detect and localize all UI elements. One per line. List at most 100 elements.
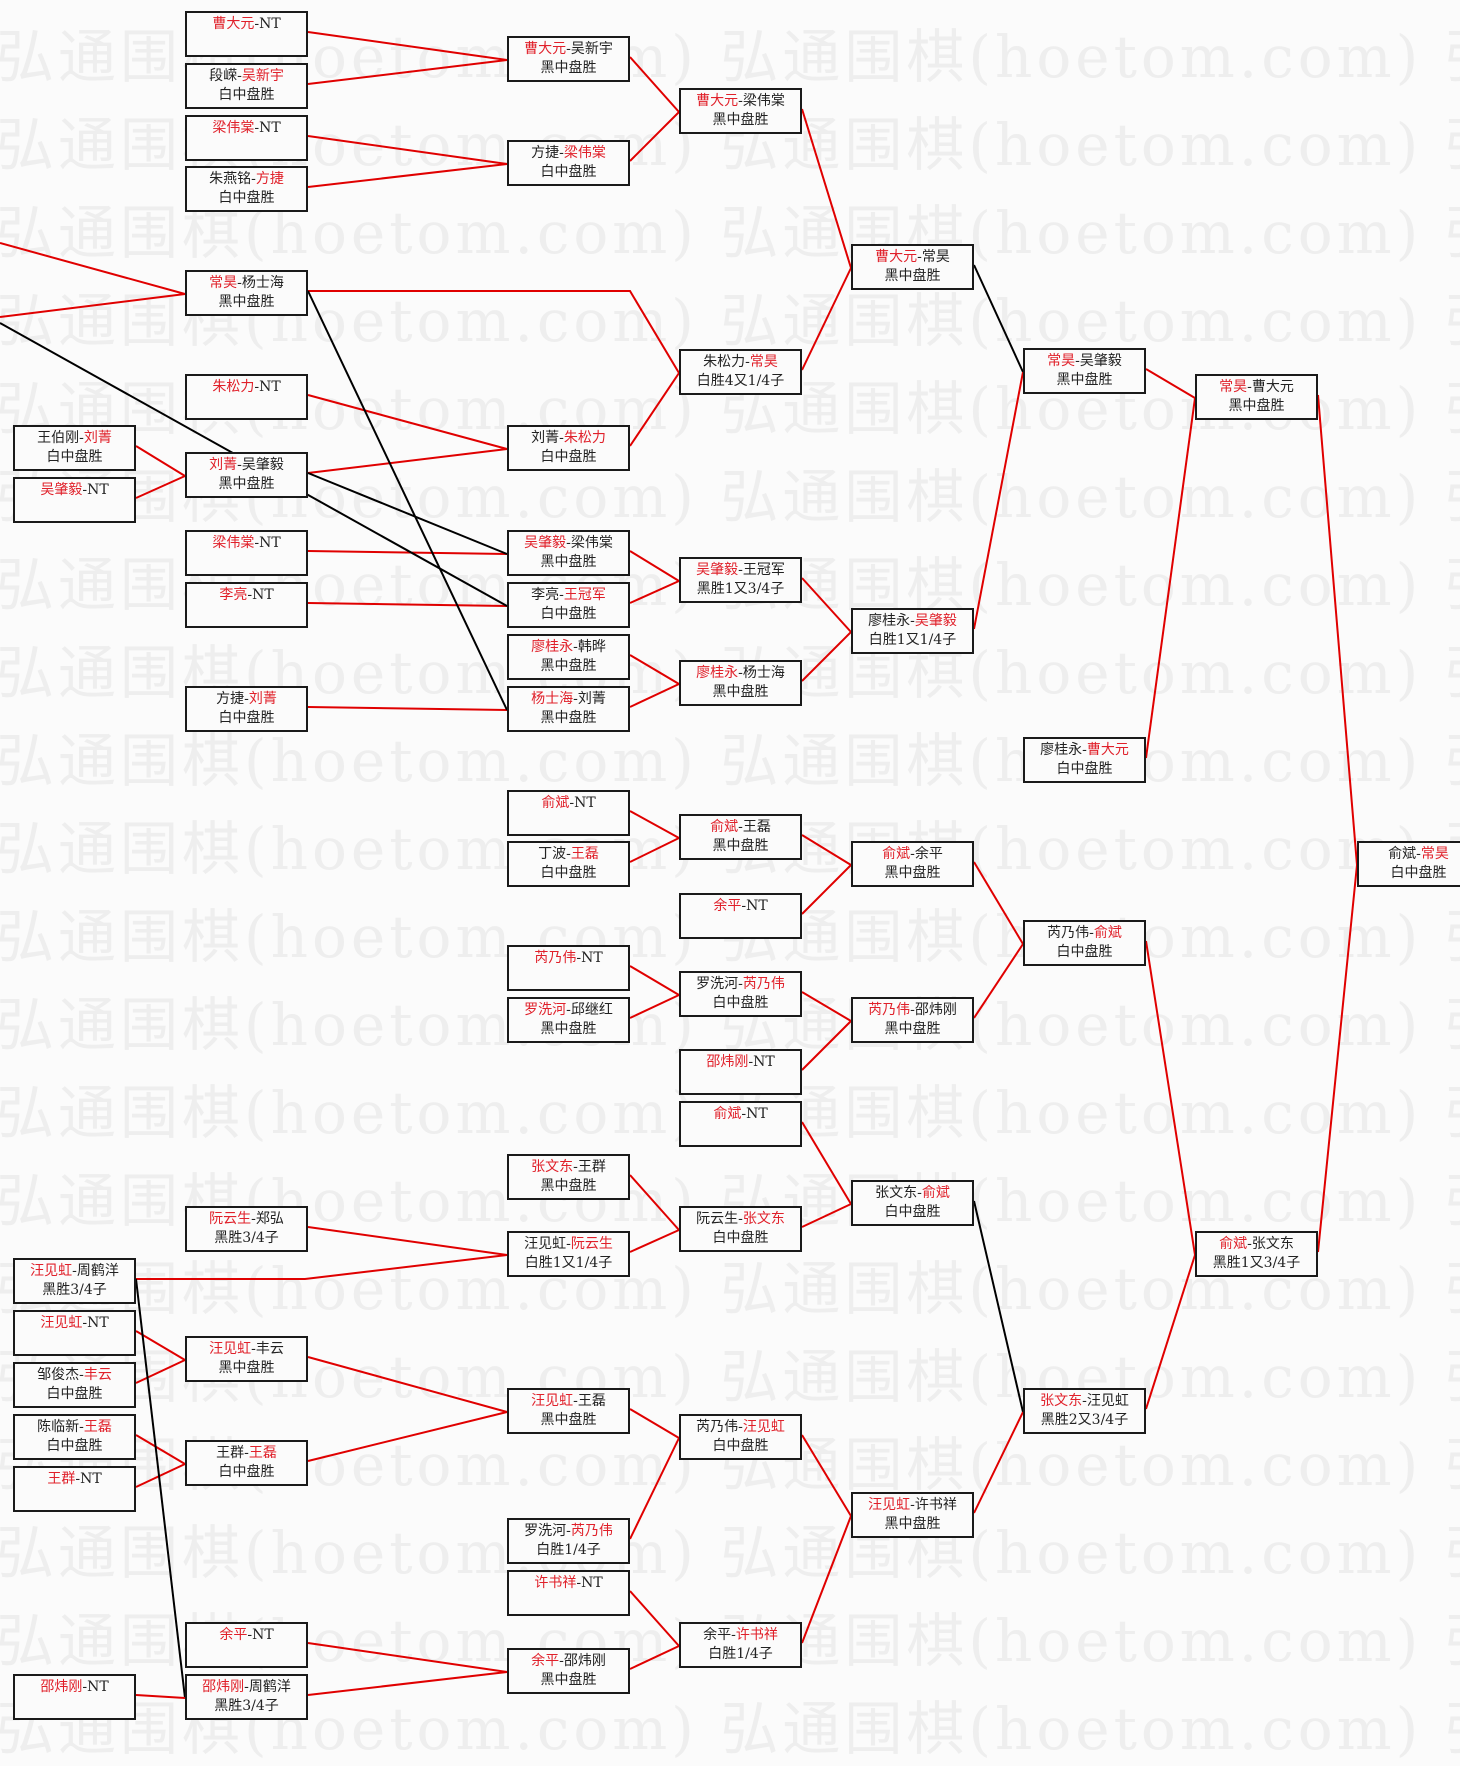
player-2: 常昊 — [1420, 846, 1449, 862]
match-players: 罗洗河-邱继红 — [509, 1001, 628, 1020]
match-result: 白中盘胜 — [712, 1438, 769, 1454]
bracket-line — [629, 683, 680, 708]
player-1: 廖桂永 — [696, 665, 739, 681]
separator: - — [244, 1445, 249, 1461]
match-box: 汪见虹-许书祥黑中盘胜 — [851, 1492, 974, 1538]
match-players: 俞斌-常昊 — [1359, 845, 1460, 864]
player-2: 俞斌 — [1093, 925, 1122, 941]
match-result: 黑中盘胜 — [540, 1672, 597, 1688]
match-players: 邵炜刚-周鹤洋 — [187, 1678, 306, 1697]
separator: - — [237, 68, 242, 84]
separator: - — [576, 1575, 582, 1591]
separator: - — [1247, 1236, 1252, 1252]
separator: - — [573, 691, 578, 707]
player-2: NT — [87, 482, 109, 498]
bracket-line — [629, 810, 680, 839]
match-box: 常昊-曹大元黑中盘胜 — [1195, 374, 1318, 420]
player-2: NT — [87, 1679, 109, 1695]
bracket-line — [307, 1411, 508, 1462]
player-2: 吴肇毅 — [241, 457, 284, 473]
separator: - — [1089, 925, 1094, 941]
match-box: 汪见虹-周鹤洋黑胜3/4子 — [13, 1258, 136, 1304]
separator: - — [559, 1653, 564, 1669]
player-1: 梁伟棠 — [212, 120, 255, 136]
match-players: 汪见虹-王磊 — [509, 1392, 628, 1411]
match-players: 刘菁-吴肇毅 — [187, 456, 306, 475]
separator: - — [573, 1393, 578, 1409]
match-result: 黑胜3/4子 — [214, 1230, 279, 1246]
match-result: 黑中盘胜 — [218, 476, 275, 492]
player-2: 汪见虹 — [1086, 1393, 1129, 1409]
player-1: 芮乃伟 — [534, 950, 577, 966]
match-players: 余平-许书祥 — [681, 1626, 800, 1645]
match-players: 余平-NT — [681, 897, 800, 916]
player-2: NT — [574, 795, 596, 811]
bracket-line — [135, 1694, 186, 1699]
match-box: 常昊-杨士海黑中盘胜 — [185, 270, 308, 316]
match-players: 段嵘-吴新宇 — [187, 67, 306, 86]
match-box: 刘菁-吴肇毅黑中盘胜 — [185, 452, 308, 498]
player-1: 曹大元 — [212, 16, 255, 32]
match-box: 汪见虹-阮云生白胜1又1/4子 — [507, 1231, 630, 1277]
bracket-line — [307, 135, 508, 165]
player-2: 王磊 — [570, 846, 599, 862]
player-2: 王冠军 — [742, 562, 785, 578]
player-1: 方捷 — [531, 145, 560, 161]
match-players: 廖桂永-吴肇毅 — [853, 612, 972, 631]
player-1: 张文东 — [531, 1159, 574, 1175]
player-1: 朱燕铭 — [209, 171, 252, 187]
player-1: 汪见虹 — [531, 1393, 574, 1409]
match-result: 白中盘胜 — [218, 1464, 275, 1480]
separator: - — [741, 1106, 747, 1122]
separator: - — [917, 249, 922, 265]
separator: - — [254, 16, 260, 32]
match-players: 朱松力-NT — [187, 378, 306, 397]
separator: - — [82, 1315, 88, 1331]
match-players: 芮乃伟-NT — [509, 949, 628, 968]
player-2: 刘菁 — [577, 691, 606, 707]
match-box: 邵炜刚-NT — [679, 1049, 802, 1095]
player-2: 王群 — [577, 1159, 606, 1175]
bracket-line — [973, 371, 1024, 630]
bracket-line — [801, 1020, 852, 1071]
match-players: 王群-王磊 — [187, 1444, 306, 1463]
match-players: 汪见虹-周鹤洋 — [15, 1262, 134, 1281]
player-2: NT — [746, 1106, 768, 1122]
match-box: 汪见虹-王磊黑中盘胜 — [507, 1388, 630, 1434]
bracket-line — [973, 861, 1024, 945]
player-1: 邹俊杰 — [37, 1367, 80, 1383]
bracket-line — [629, 1174, 680, 1231]
match-box: 余平-NT — [185, 1622, 308, 1668]
bracket-line — [1317, 394, 1358, 866]
match-players: 梁伟棠-NT — [187, 119, 306, 138]
bracket-line — [801, 991, 852, 1022]
separator: - — [79, 1419, 84, 1435]
player-1: 丁波 — [538, 846, 567, 862]
separator: - — [738, 819, 743, 835]
player-2: NT — [259, 379, 281, 395]
bracket-line — [801, 1121, 852, 1205]
player-1: 方捷 — [216, 691, 245, 707]
separator: - — [566, 1002, 571, 1018]
bracket-line — [629, 56, 680, 113]
player-1: 俞斌 — [710, 819, 739, 835]
match-players: 李亮-王冠军 — [509, 586, 628, 605]
separator: - — [559, 430, 564, 446]
match-result: 白胜1/4子 — [708, 1646, 773, 1662]
match-players: 吴肇毅-NT — [15, 481, 134, 500]
match-players: 邵炜刚-NT — [15, 1678, 134, 1697]
match-box: 张文东-俞斌白中盘胜 — [851, 1180, 974, 1226]
match-result: 白中盘胜 — [46, 449, 103, 465]
separator: - — [573, 639, 578, 655]
match-players: 方捷-刘菁 — [187, 690, 306, 709]
match-box: 李亮-NT — [185, 582, 308, 628]
match-box: 芮乃伟-俞斌白中盘胜 — [1023, 920, 1146, 966]
bracket-line — [801, 1515, 852, 1644]
player-1: 罗洗河 — [524, 1002, 567, 1018]
match-result: 黑中盘胜 — [1056, 372, 1113, 388]
player-1: 汪见虹 — [868, 1497, 911, 1513]
match-box: 罗洗河-芮乃伟白胜1/4子 — [507, 1518, 630, 1564]
match-result: 白中盘胜 — [540, 606, 597, 622]
match-players: 邹俊杰-丰云 — [15, 1366, 134, 1385]
match-players: 汪见虹-阮云生 — [509, 1235, 628, 1254]
